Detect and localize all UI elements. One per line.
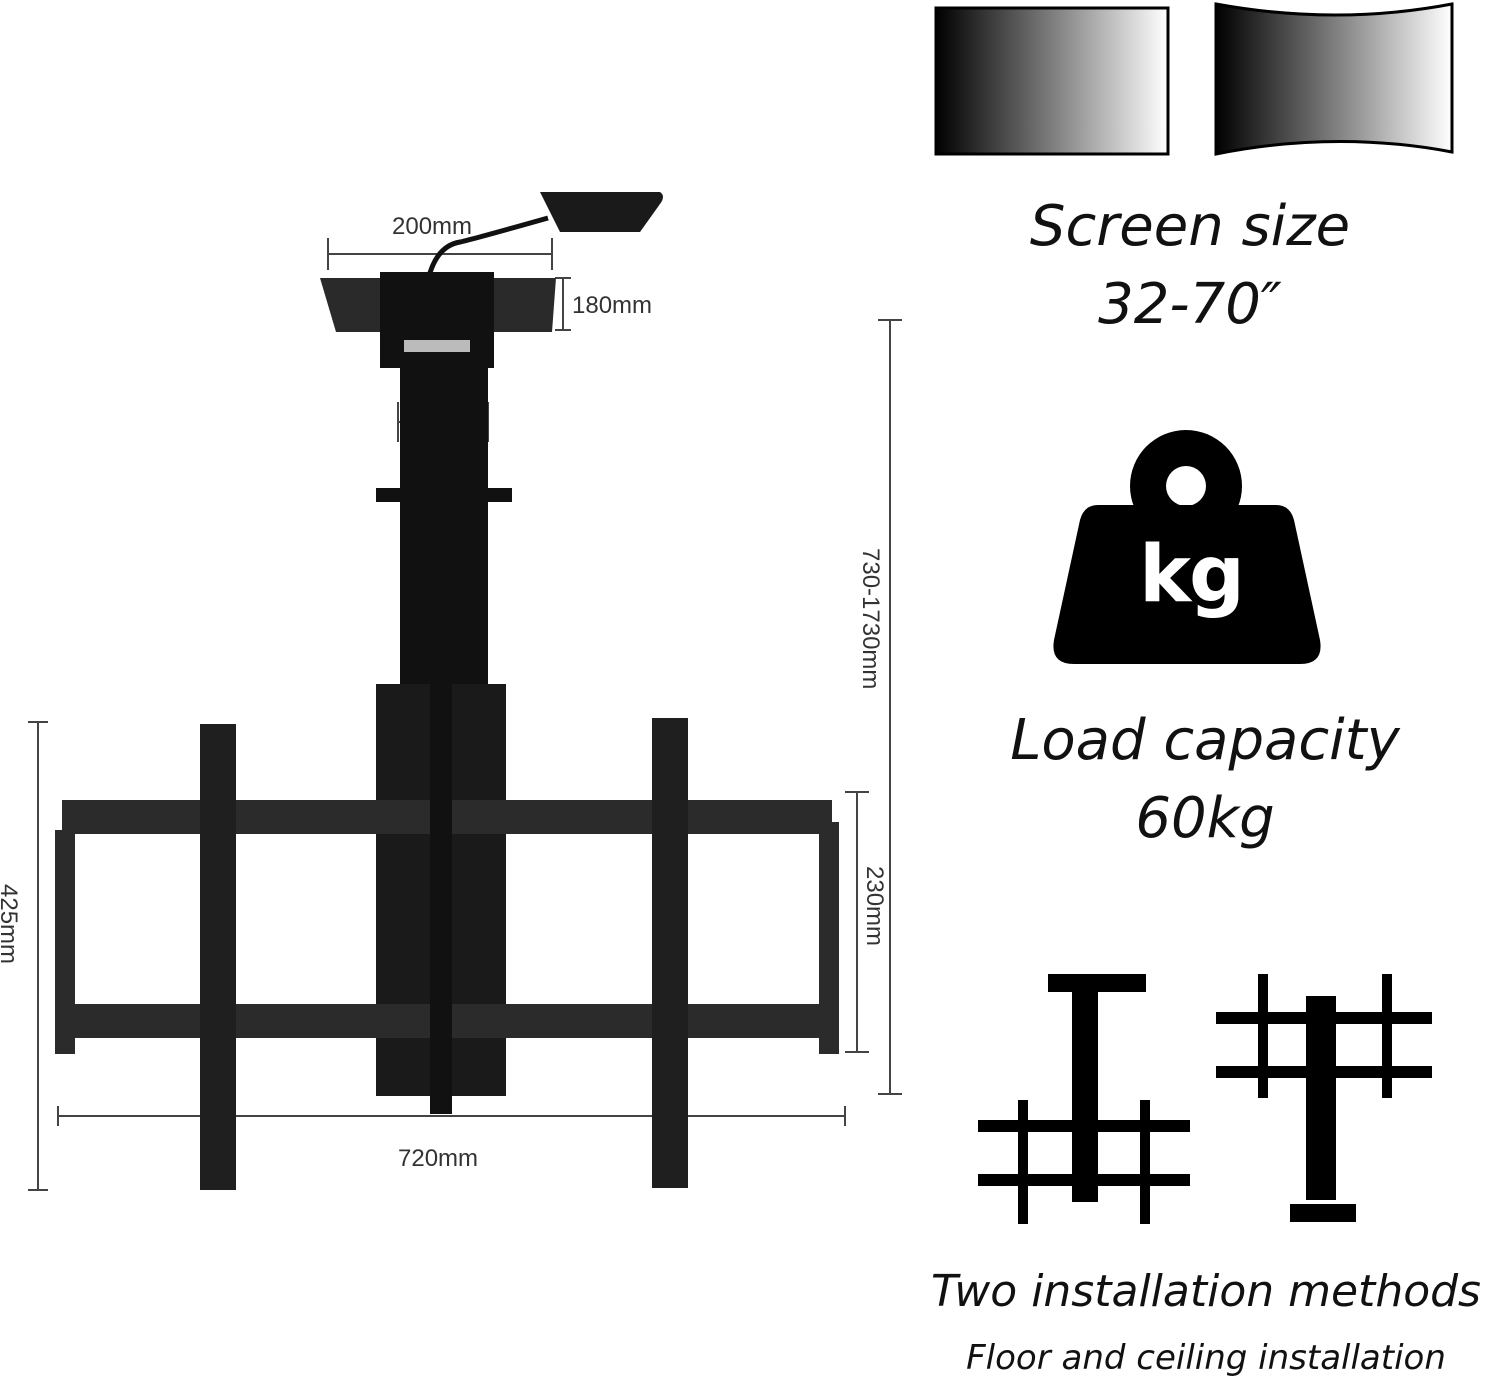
ceiling-mount-icon: [978, 974, 1190, 1224]
load-capacity-title: Load capacity: [1010, 708, 1400, 773]
installation-title: Two installation methods: [931, 1266, 1481, 1317]
dim-total-height: 425mm: [0, 884, 22, 965]
dim-bracket-height: 230mm: [861, 866, 888, 947]
load-capacity-value: 60kg: [1135, 786, 1275, 851]
curved-screen-icon: [1214, 2, 1454, 156]
floor-mount-icon: [1216, 974, 1432, 1222]
weight-icon-label: kg: [1139, 530, 1245, 620]
dim-bracket-width: 720mm: [398, 1145, 479, 1172]
screen-size-title: Screen size: [1029, 194, 1351, 259]
installation-subtitle: Floor and ceiling installation: [966, 1338, 1446, 1378]
weight-icon: [1053, 430, 1321, 664]
screen-size-value: 32-70″: [1098, 272, 1282, 337]
dim-top-plate-height: 180mm: [572, 292, 653, 319]
dim-top-plate-width: 200mm: [392, 213, 473, 240]
ceiling-mount-drawing: [55, 192, 839, 1190]
flat-screen-icon: [934, 6, 1170, 156]
dim-height-range: 730-1730mm: [857, 548, 884, 690]
